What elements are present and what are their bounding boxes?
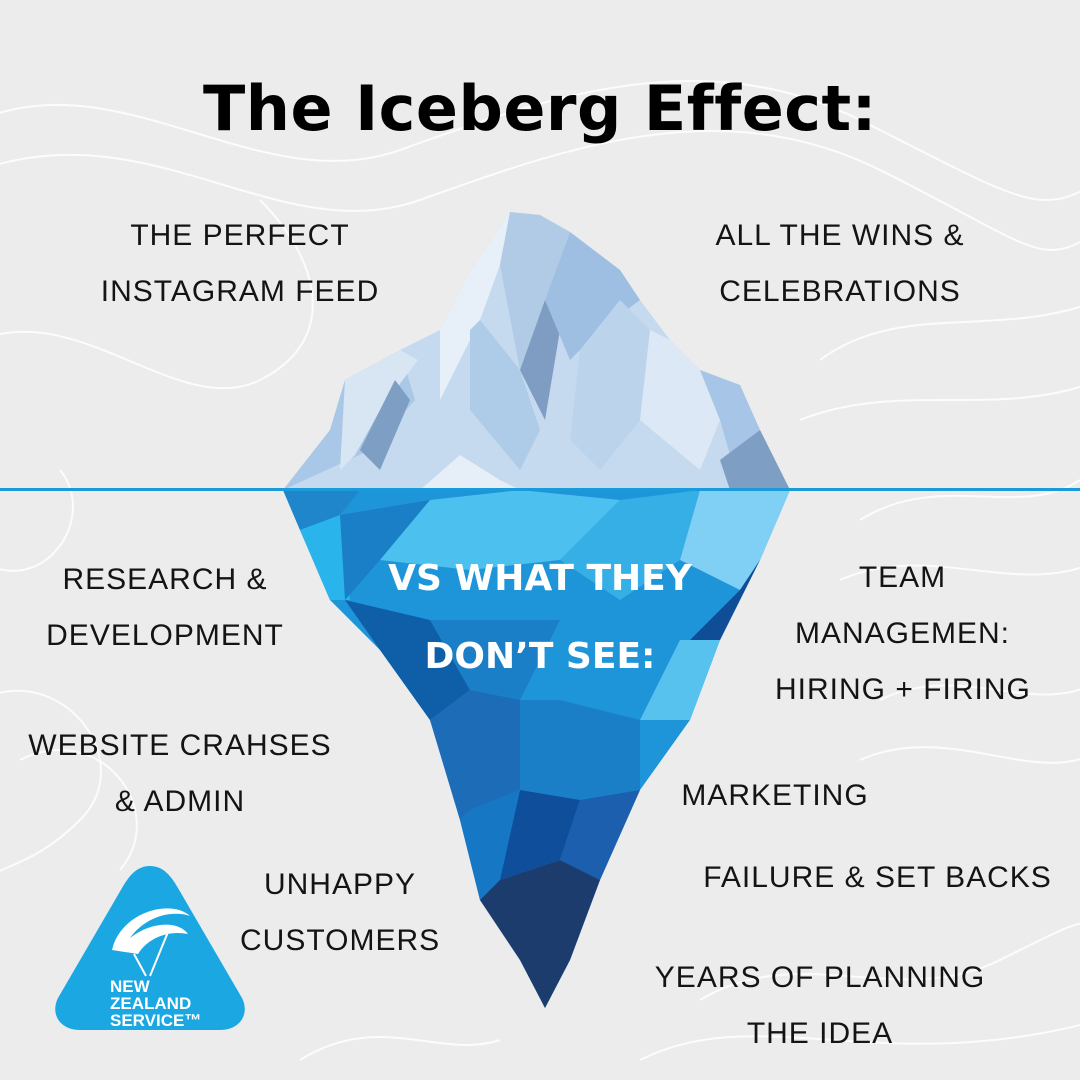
center-caption-line: DON’T SEE:: [424, 636, 656, 677]
logo-text-line-3: SERVICE™: [110, 1011, 201, 1030]
new-zealand-service-logo: NEW ZEALAND SERVICE™: [55, 866, 245, 1030]
label-line: TEAM: [858, 561, 947, 594]
label-research-development: RESEARCH & DEVELOPMENT: [20, 552, 310, 664]
label-line: YEARS OF PLANNING: [654, 961, 986, 994]
label-line: CUSTOMERS: [240, 924, 441, 957]
label-unhappy-customers: UNHAPPY CUSTOMERS: [240, 857, 440, 969]
label-line: THE IDEA: [746, 1017, 894, 1050]
label-line: MARKETING: [681, 779, 869, 812]
water-line: [0, 488, 1080, 491]
label-line: ALL THE WINS &: [715, 219, 965, 252]
label-perfect-instagram-feed: THE PERFECT INSTAGRAM FEED: [100, 208, 380, 320]
label-line: HIRING + FIRING: [775, 673, 1031, 706]
label-line: CELEBRATIONS: [719, 275, 961, 308]
page-title: The Iceberg Effect:: [203, 72, 877, 145]
label-line: INSTAGRAM FEED: [100, 275, 380, 308]
label-line: DEVELOPMENT: [46, 619, 284, 652]
label-years-planning: YEARS OF PLANNING THE IDEA: [645, 950, 995, 1062]
label-website-crashes-admin: WEBSITE CRAHSES & ADMIN: [20, 718, 340, 830]
logo-text-line-2: ZEALAND: [110, 994, 191, 1013]
label-line: & ADMIN: [114, 785, 246, 818]
label-line: FAILURE & SET BACKS: [703, 861, 1052, 894]
iceberg-tip: [283, 212, 790, 490]
label-wins-celebrations: ALL THE WINS & CELEBRATIONS: [700, 208, 980, 320]
label-failure-setbacks: FAILURE & SET BACKS: [700, 850, 1055, 906]
logo-text-line-1: NEW: [110, 977, 151, 996]
label-line: THE PERFECT: [130, 219, 350, 252]
label-line: RESEARCH &: [62, 563, 268, 596]
label-line: MANAGEMEN:: [794, 617, 1011, 650]
label-team-management: TEAM MANAGEMEN: HIRING + FIRING: [775, 550, 1030, 718]
label-line: UNHAPPY: [263, 868, 417, 901]
label-line: WEBSITE CRAHSES: [28, 729, 332, 762]
label-marketing: MARKETING: [670, 768, 880, 824]
center-caption-line: VS WHAT THEY: [388, 558, 692, 599]
iceberg-underwater: [283, 490, 790, 1008]
center-caption: VS WHAT THEY DON’T SEE:: [320, 540, 760, 696]
logo-swoosh-icon: [112, 908, 190, 954]
